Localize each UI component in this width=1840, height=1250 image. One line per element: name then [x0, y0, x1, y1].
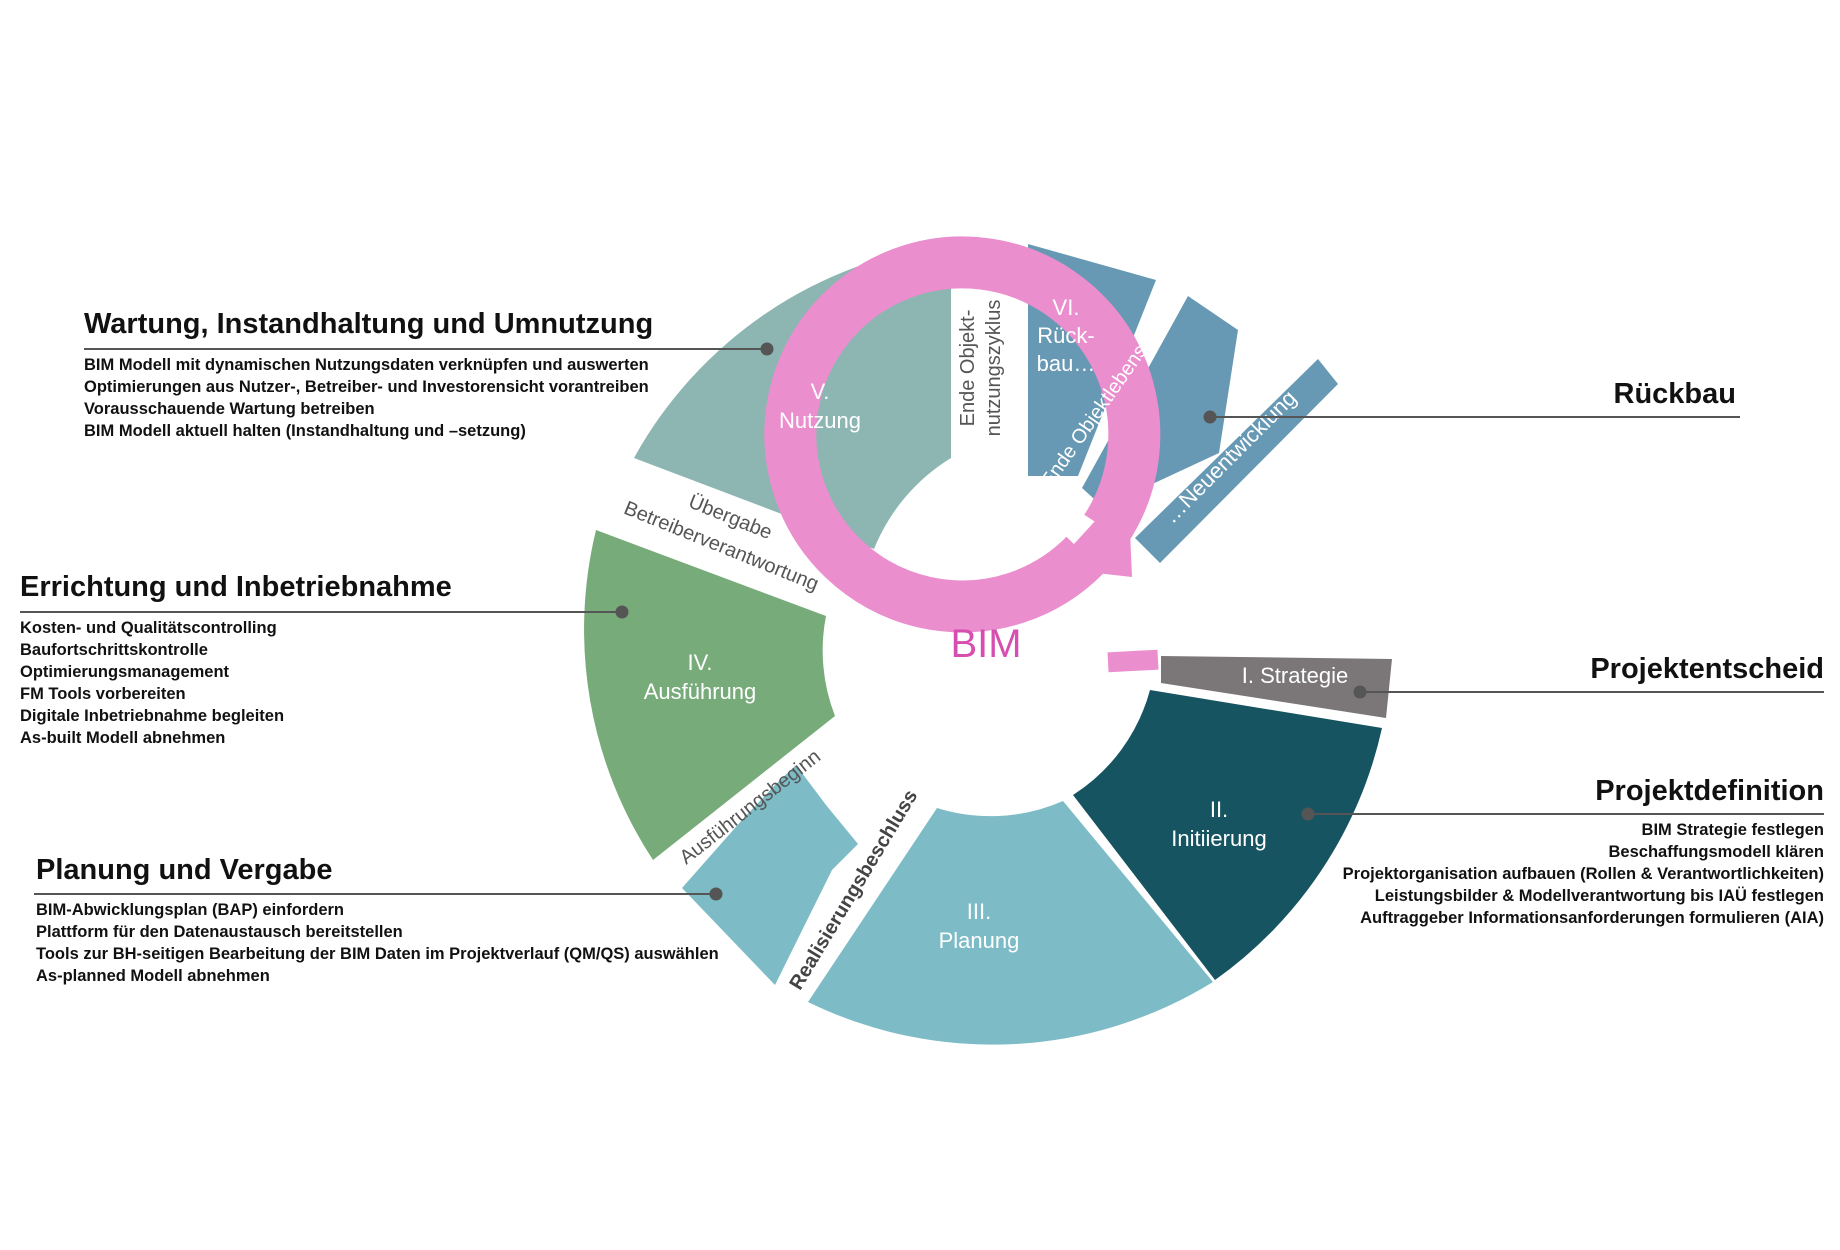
label-nutzung-number: V.	[811, 379, 830, 404]
segment-initiierung	[1073, 690, 1382, 980]
list-item: Projektorganisation aufbauen (Rollen & V…	[1342, 865, 1824, 883]
callout-wartung-title: Wartung, Instandhaltung und Umnutzung	[84, 308, 654, 340]
label-planung: Planung	[939, 928, 1020, 953]
label-rueckbau-number: VI.	[1053, 295, 1080, 320]
list-item: Tools zur BH-seitigen Bearbeitung der BI…	[36, 945, 719, 963]
callout-rueckbau-title: Rückbau	[1613, 378, 1736, 410]
list-item: Vorausschauende Wartung betreiben	[84, 400, 375, 418]
list-item: Auftraggeber Informationsanforderungen f…	[1360, 909, 1824, 927]
callout-projektdefinition-list: BIM Strategie festlegen Beschaffungsmode…	[1343, 819, 1824, 929]
center-label: BIM	[950, 622, 1021, 666]
label-strategie: I. Strategie	[1242, 663, 1348, 688]
list-item: Optimierungsmanagement	[20, 663, 230, 681]
milestone-ende-nutzung-line1: Ende Objekt-	[957, 310, 979, 427]
label-ausfuehrung: Ausführung	[644, 679, 757, 704]
segment-ausfuehrung	[584, 530, 835, 860]
list-item: BIM Modell aktuell halten (Instandhaltun…	[84, 422, 526, 440]
list-item: As-built Modell abnehmen	[20, 729, 226, 747]
bim-cycle-arrow	[764, 236, 1161, 633]
segment-neuentwicklung	[1135, 359, 1338, 563]
list-item: Kosten- und Qualitätscontrolling	[20, 619, 277, 637]
segment-planung	[808, 801, 1213, 1045]
list-item: BIM Modell mit dynamischen Nutzungsdaten…	[84, 356, 649, 374]
list-item: Digitale Inbetriebnahme begleiten	[20, 707, 285, 725]
leader-dot-projektentscheid	[1353, 685, 1367, 699]
callout-errichtung-title: Errichtung und Inbetriebnahme	[20, 571, 452, 603]
list-item: BIM-Abwicklungsplan (BAP) einfordern	[36, 901, 345, 919]
label-planung-number: III.	[967, 899, 991, 924]
label-rueckbau-line2: Rück-	[1037, 323, 1094, 348]
leader-dot-wartung	[760, 342, 774, 356]
segment-strategie	[1161, 656, 1392, 718]
label-rueckbau-line3: bau…	[1037, 351, 1096, 376]
label-initiierung: Initiierung	[1171, 826, 1266, 851]
list-item: As-planned Modell abnehmen	[36, 967, 270, 985]
segment-planung-vergabe	[682, 765, 858, 985]
label-initiierung-number: II.	[1210, 797, 1228, 822]
callout-errichtung-list: Kosten- und Qualitätscontrolling Baufort…	[20, 617, 284, 749]
leader-dot-planung	[709, 887, 723, 901]
list-item: Baufortschrittskontrolle	[20, 641, 208, 659]
callout-projektdefinition-title: Projektdefinition	[1595, 775, 1824, 807]
list-item: Optimierungen aus Nutzer-, Betreiber- un…	[84, 378, 649, 396]
list-item: FM Tools vorbereiten	[20, 685, 186, 703]
milestone-ende-nutzung-line2: nutzungszyklus	[983, 300, 1005, 437]
callout-planung-title: Planung und Vergabe	[36, 854, 333, 886]
callout-planung-list: BIM-Abwicklungsplan (BAP) einfordern Pla…	[36, 899, 719, 987]
bim-arrowhead	[1052, 485, 1132, 577]
list-item: BIM Strategie festlegen	[1641, 821, 1824, 839]
list-item: Plattform für den Datenaustausch bereits…	[36, 923, 403, 941]
label-nutzung: Nutzung	[779, 408, 861, 433]
label-ausfuehrung-number: IV.	[688, 650, 713, 675]
leader-dot-rueckbau	[1203, 410, 1217, 424]
callout-wartung-list: BIM Modell mit dynamischen Nutzungsdaten…	[84, 354, 649, 442]
leader-dot-errichtung	[615, 605, 629, 619]
list-item: Leistungsbilder & Modellverantwortung bi…	[1374, 887, 1824, 905]
bim-ring-end	[1107, 649, 1159, 673]
list-item: Beschaffungsmodell klären	[1608, 843, 1824, 861]
leader-dot-projektdefinition	[1301, 807, 1315, 821]
callout-projektentscheid-title: Projektentscheid	[1590, 653, 1824, 685]
